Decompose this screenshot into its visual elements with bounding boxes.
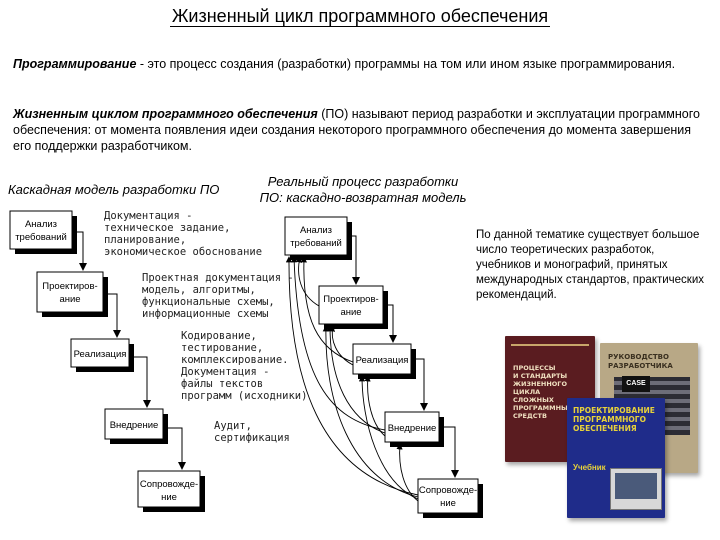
- svg-text:Проектиров-: Проектиров-: [323, 294, 378, 305]
- waterfall-stage-maintenance: Сопровожде- ние: [137, 470, 205, 512]
- svg-text:Внедрение: Внедрение: [388, 423, 437, 434]
- iterative-stage-maintenance: Сопровожде- ние: [417, 478, 483, 518]
- lifecycle-text: (ПО) называют период разработки и эксплу…: [13, 107, 700, 153]
- svg-text:Анализ: Анализ: [300, 225, 332, 236]
- svg-text:ание: ание: [59, 294, 80, 305]
- waterfall-stage-deployment: Внедрение: [104, 408, 168, 444]
- waterfall-annotation-implementation: Кодирование, тестирование, комплексирова…: [181, 330, 308, 402]
- waterfall-stage-design: Проектиров- ание: [36, 271, 108, 317]
- waterfall-annotation-analysis: Документация - техническое задание, план…: [104, 210, 263, 258]
- waterfall-annotation-deployment: Аудит, сертификация: [214, 420, 290, 444]
- iterative-stage-design: Проектиров- ание: [318, 285, 388, 329]
- programming-definition: Программирование - это процесс создания …: [13, 56, 703, 72]
- svg-text:ние: ние: [161, 492, 177, 503]
- svg-text:Внедрение: Внедрение: [110, 420, 159, 431]
- lifecycle-term: Жизненным циклом программного обеспечени…: [13, 107, 318, 121]
- iterative-stage-deployment: Внедрение: [384, 411, 444, 447]
- svg-text:Проектиров-: Проектиров-: [42, 281, 97, 292]
- iterative-stage-analysis: Анализ требований: [284, 216, 352, 260]
- svg-text:Сопровожде-: Сопровожде-: [140, 479, 198, 490]
- waterfall-stage-analysis: Анализ требований: [9, 210, 77, 254]
- side-note: По данной тематике существует большое чи…: [476, 229, 705, 301]
- svg-text:Сопровожде-: Сопровожде-: [419, 485, 477, 496]
- svg-text:Реализация: Реализация: [356, 355, 409, 366]
- waterfall-annotation-design: Проектная документация - модель, алгорит…: [142, 272, 294, 320]
- svg-text:требований: требований: [290, 238, 342, 249]
- svg-text:Реализация: Реализация: [74, 349, 127, 360]
- iterative-caption-line2: ПО: каскадно-возвратная модель: [259, 190, 467, 205]
- lifecycle-definition: Жизненным циклом программного обеспечени…: [13, 106, 703, 154]
- svg-text:ние: ние: [440, 498, 456, 509]
- case-badge: CASE: [622, 376, 650, 392]
- waterfall-stage-implementation: Реализация: [70, 338, 134, 372]
- programming-term: Программирование: [13, 57, 137, 71]
- svg-text:ание: ание: [340, 307, 361, 318]
- iterative-caption-line1: Реальный процесс разработки: [267, 174, 459, 189]
- page-title: Жизненный цикл программного обеспечения: [169, 6, 551, 27]
- iterative-stage-implementation: Реализация: [352, 343, 416, 379]
- waterfall-arrows: [77, 231, 186, 470]
- programming-text: - это процесс создания (разработки) прог…: [136, 57, 676, 71]
- waterfall-caption: Каскадная модель разработки ПО: [8, 182, 220, 197]
- svg-text:Анализ: Анализ: [25, 219, 57, 230]
- svg-text:требований: требований: [15, 232, 67, 243]
- iterative-return-arrows: [285, 256, 419, 502]
- computer-icon: [610, 468, 662, 510]
- iterative-forward-arrows: [347, 235, 459, 478]
- iterative-caption: Реальный процесс разработки ПО: каскадно…: [238, 174, 488, 206]
